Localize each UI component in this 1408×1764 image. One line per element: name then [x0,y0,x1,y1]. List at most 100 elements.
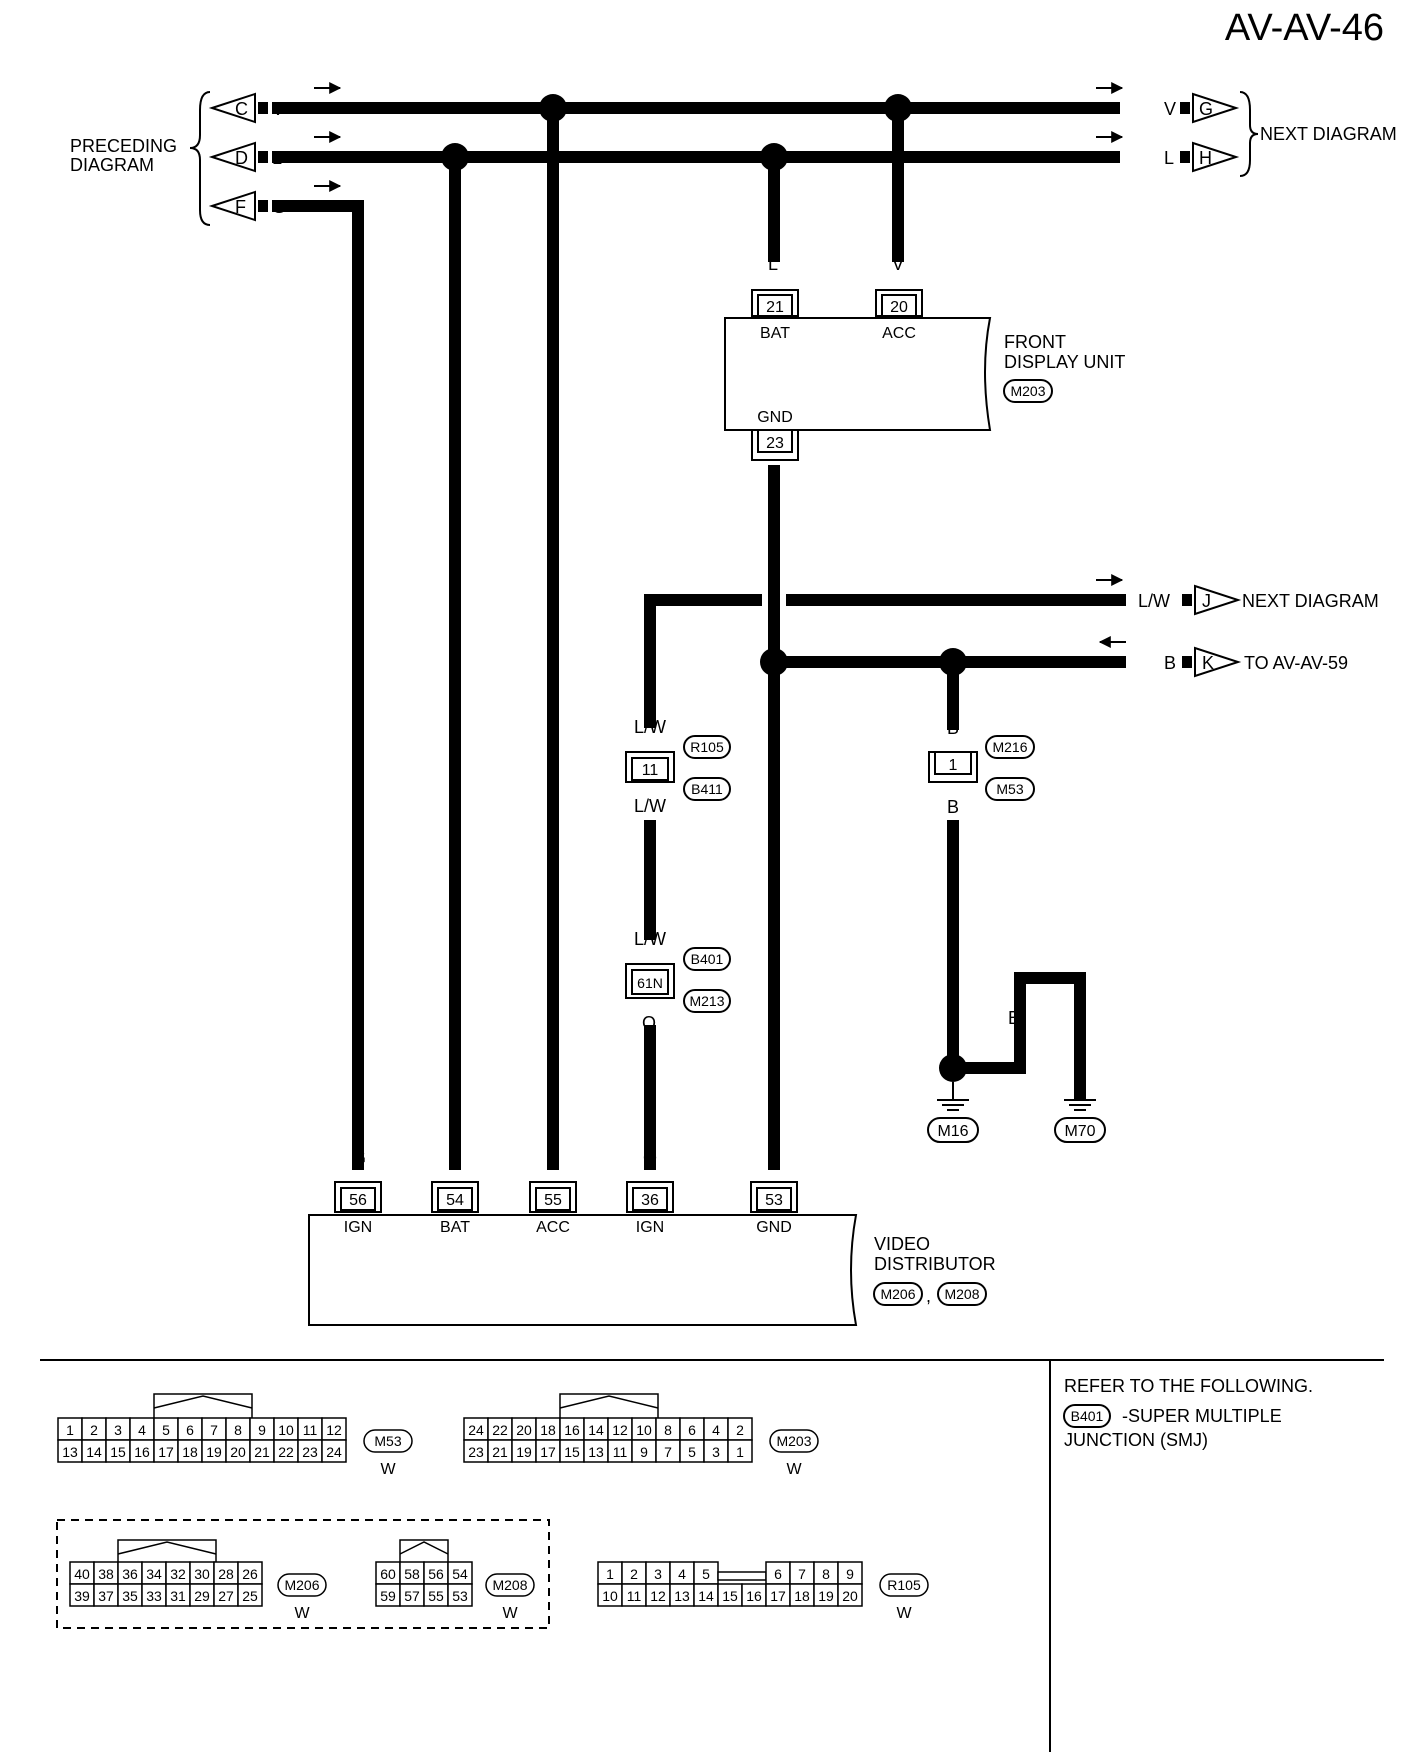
cavity: 18 [535,1417,561,1441]
cavity-number: 11 [627,1588,642,1604]
cavity: 30 [189,1561,215,1585]
cavity-number: 9 [640,1444,648,1460]
cavity-number: 4 [712,1422,720,1438]
cavity: 33 [141,1583,167,1607]
connector-color: W [896,1605,912,1622]
cavity-number: 21 [254,1444,270,1460]
cavity-number: 32 [170,1566,186,1582]
cavity-number: 8 [234,1422,242,1438]
cavity-number: 7 [798,1566,806,1582]
vd-pin-acc[interactable]: V 55 ACC [529,1148,577,1236]
cavity: 3 [645,1561,671,1585]
connector-j[interactable]: L/W J NEXT DIAGRAM [1138,584,1379,616]
connector-id-tag: R105 [683,735,731,759]
cavity: 13 [669,1583,695,1607]
cavity: 16 [741,1583,767,1607]
cavity: 4 [669,1561,695,1585]
cavity: 57 [399,1583,425,1607]
wire-color-label: O [643,1148,657,1168]
cavity: 8 [655,1417,681,1441]
svg-text:M206: M206 [284,1577,319,1593]
svg-text:C: C [235,99,248,119]
cavity: 11 [297,1417,323,1441]
inline-connector-11[interactable]: L/W 11 L/W R105 B411 [625,717,731,816]
cavity-number: 1 [736,1444,744,1460]
page-code: AV-AV-46 [1225,7,1384,49]
cavity: 14 [81,1439,107,1463]
connector-lock [117,1539,217,1562]
svg-text:B401: B401 [1071,1408,1104,1424]
fdu-pin-bat[interactable]: 21 BAT [751,289,799,342]
inline-connector-1[interactable]: B 1 B M216 M53 [928,718,1035,817]
vd-pin-ign2[interactable]: O 36 IGN [626,1148,674,1236]
svg-text:GND: GND [757,409,793,426]
vd-pin-ign[interactable]: G 56 IGN [334,1148,382,1236]
connector-f[interactable]: F G [208,190,286,222]
junction-dot [760,143,788,171]
fdu-pin-acc[interactable]: 20 ACC [875,289,923,342]
wire-color-label: B [947,1008,959,1028]
vd-pin-bat[interactable]: L 54 BAT [431,1148,479,1236]
cavity-number: 40 [74,1566,90,1582]
cavity: 28 [213,1561,239,1585]
junction-dot [939,1054,967,1082]
cavity-number: 17 [158,1444,174,1460]
fdu-pin-gnd[interactable]: GND 23 [751,409,799,461]
cavity: 26 [237,1561,263,1585]
cavity: 24 [321,1439,347,1463]
wire-color-label: L/W [634,796,666,816]
next-diagram-label: NEXT DIAGRAM [1260,124,1397,144]
svg-text:20: 20 [890,299,908,316]
wire-color-label: L/W [1138,591,1170,611]
cavity: 25 [237,1583,263,1607]
cavity: 18 [789,1583,815,1607]
cavity: 6 [177,1417,203,1441]
svg-text:M53: M53 [374,1433,401,1449]
connector-id-tag: B411 [683,777,731,801]
cavity: 11 [607,1439,633,1463]
fdu-name: FRONT [1004,332,1066,352]
cavity: 60 [375,1561,401,1585]
wire-color-label: B [1008,1008,1020,1028]
connector-k[interactable]: B K TO AV-AV-59 [1164,646,1348,678]
svg-text:61N: 61N [637,975,663,991]
cavity-number: 6 [774,1566,782,1582]
cavity-number: 14 [86,1444,102,1460]
vd-pin-gnd[interactable]: B 53 GND [750,1148,798,1236]
cavity: 27 [213,1583,239,1607]
svg-text:B411: B411 [691,781,723,797]
connector-h[interactable]: L H [1164,141,1240,173]
cavity: 37 [93,1583,119,1607]
cavity: 11 [621,1583,647,1607]
svg-text:36: 36 [641,1192,659,1209]
connector-d[interactable]: D L [208,141,282,173]
fdu-name: DISPLAY UNIT [1004,352,1125,372]
connector-lock [153,1393,253,1418]
svg-text:11: 11 [642,762,659,779]
connector-g[interactable]: V G [1164,92,1240,124]
junction-dot [441,143,469,171]
dashed-group [56,1519,550,1629]
cavity-number: 9 [846,1566,854,1582]
video-distributor: G 56 IGN L 54 BAT V 55 ACC O 36 IGN [308,1148,996,1326]
cavity: 58 [399,1561,425,1585]
cavity-number: 4 [138,1422,146,1438]
cavity-number: 10 [278,1422,294,1438]
cavity: 5 [679,1439,705,1463]
svg-text:M16: M16 [937,1123,968,1140]
cavity-number: 14 [588,1422,604,1438]
cavity-number: 8 [822,1566,830,1582]
cavity: 17 [535,1439,561,1463]
cavity-number: 30 [194,1566,210,1582]
cavity: 12 [607,1417,633,1441]
inline-connector-61n[interactable]: L/W 61N O B401 M213 [625,929,731,1033]
svg-text:54: 54 [446,1192,464,1209]
cavity: 7 [655,1439,681,1463]
cavity-number: 15 [722,1588,738,1604]
svg-text:M203: M203 [1010,383,1045,399]
connector-c[interactable]: C V [208,92,284,124]
cavity: 6 [679,1417,705,1441]
cavity: 8 [225,1417,251,1441]
